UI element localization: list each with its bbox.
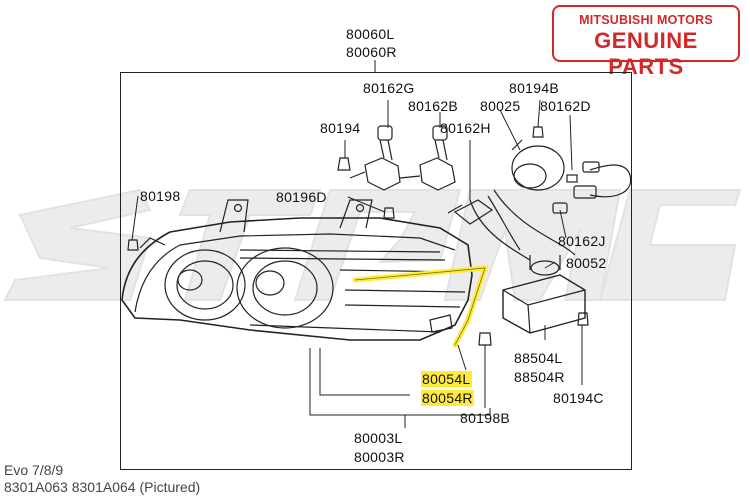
part-label-80194b: 80194B xyxy=(509,80,560,96)
part-label-80003l: 80003L xyxy=(354,430,403,446)
footer-model: Evo 7/8/9 xyxy=(4,462,64,478)
diagram-frame xyxy=(120,72,632,470)
part-label-80054r-wrap: 80054R xyxy=(421,390,474,406)
part-label-80054l: 80054L xyxy=(421,371,472,387)
part-label-80162d: 80162D xyxy=(540,98,591,114)
part-label-80025: 80025 xyxy=(480,98,521,114)
part-label-80054l-wrap: 80054L xyxy=(421,371,472,387)
part-label-80060l: 80060L xyxy=(346,26,395,42)
part-label-88504l: 88504L xyxy=(514,350,563,366)
footer-pictured: 8301A063 8301A064 (Pictured) xyxy=(4,479,201,495)
part-label-88504r: 88504R xyxy=(514,369,565,385)
part-label-80060r: 80060R xyxy=(346,44,397,60)
badge-title: GENUINE PARTS xyxy=(594,28,698,79)
genuine-parts-badge: MITSUBISHI MOTORS GENUINE PARTS xyxy=(552,5,740,79)
part-label-80196d: 80196D xyxy=(276,189,327,205)
part-label-80198: 80198 xyxy=(140,188,181,204)
part-label-80162b: 80162B xyxy=(408,98,459,114)
part-label-80054r: 80054R xyxy=(421,390,474,406)
part-label-80198b: 80198B xyxy=(460,410,511,426)
part-label-80162g: 80162G xyxy=(363,80,415,96)
part-label-80194: 80194 xyxy=(320,120,361,136)
part-label-80162j: 80162J xyxy=(558,233,606,249)
part-label-80194c: 80194C xyxy=(553,390,604,406)
part-label-80003r: 80003R xyxy=(354,449,405,465)
part-label-80162h: 80162H xyxy=(440,120,491,136)
badge-brand: MITSUBISHI MOTORS xyxy=(579,13,713,27)
part-label-80052: 80052 xyxy=(566,255,607,271)
